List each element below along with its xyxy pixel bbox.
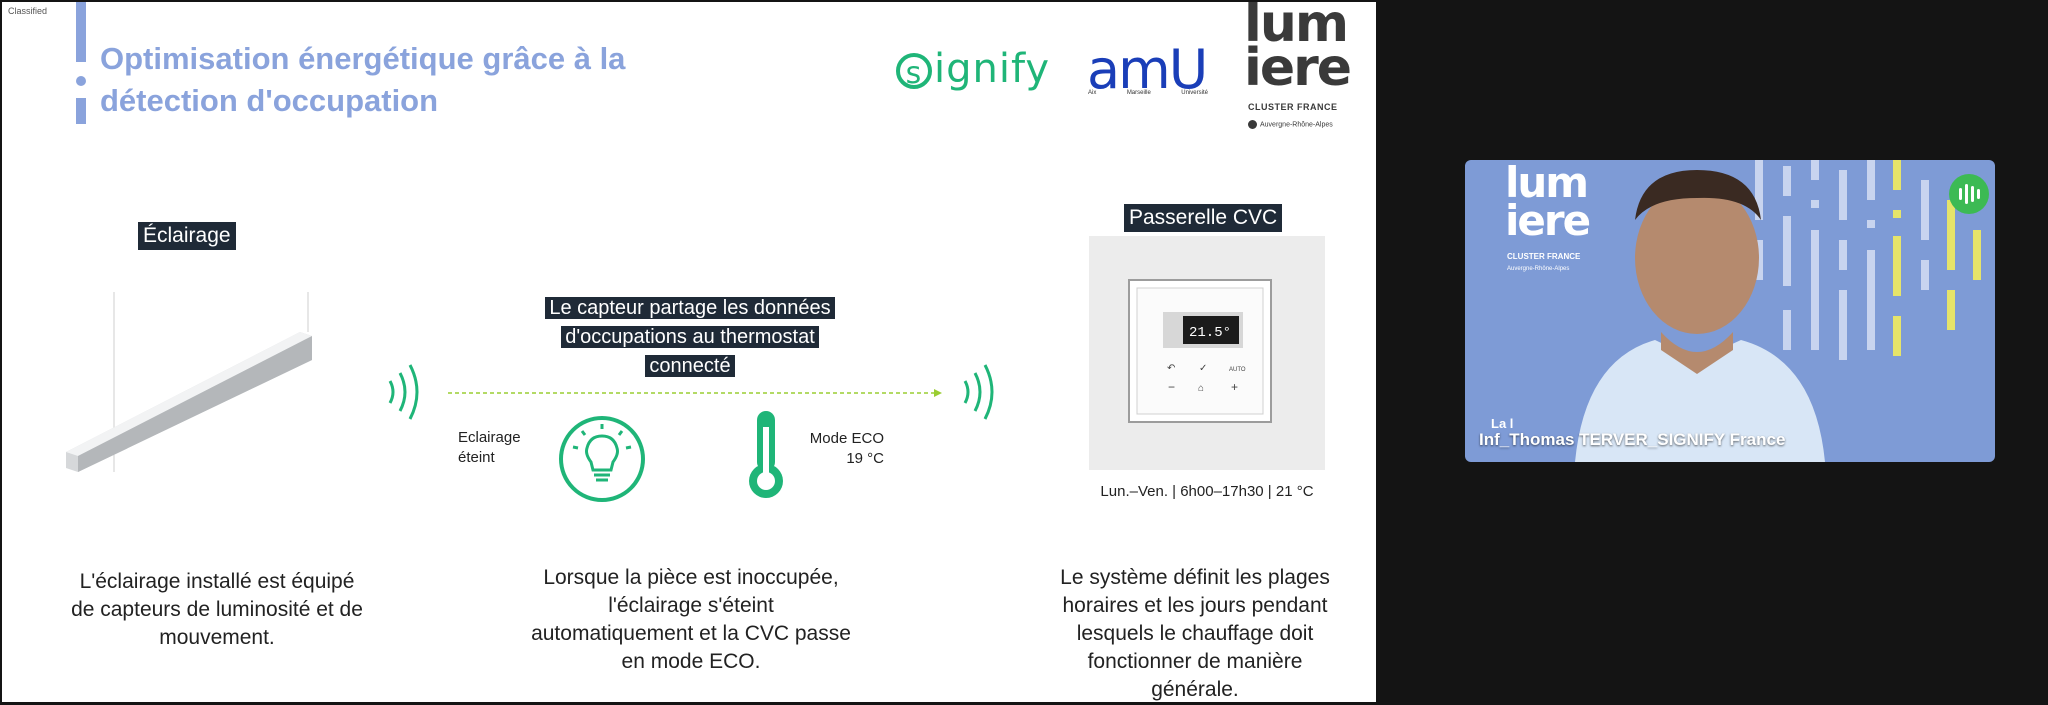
eclairage-eteint-line-2: éteint: [458, 449, 495, 466]
video-lumiere-line-1: lum: [1505, 160, 1589, 207]
slide-title-line-2: détection d'occupation: [100, 83, 439, 118]
body-text-eclairage: L'éclairage installé est équipé de capte…: [52, 568, 382, 652]
label-capteur-line-3: connecté: [645, 355, 735, 377]
thermostat-display: 21.5°: [1189, 325, 1231, 341]
thermostat-photo: 21.5° ↶ ✓ AUTO − ⌂ +: [1089, 236, 1325, 470]
amu-sub-aix: Aix: [1088, 90, 1097, 96]
lumiere-region-label: Auvergne-Rhône-Alpes: [1248, 120, 1333, 129]
thermostat-back-button: ↶: [1167, 363, 1175, 374]
label-eclairage: Éclairage: [138, 222, 236, 250]
body3-line-5: générale.: [1151, 678, 1239, 701]
video-overlay-partial-text: La l: [1491, 416, 1514, 431]
body3-line-3: lesquels le chauffage doit: [1076, 622, 1314, 645]
body2-line-2: l'éclairage s'éteint: [608, 594, 774, 617]
video-lumiere-logo: lum iere: [1505, 160, 1591, 245]
linear-luminaire-image: [66, 292, 312, 472]
audio-bars: [1959, 184, 1980, 204]
lumiere-logo-line-1: lum: [1244, 2, 1349, 54]
eclairage-eteint-line-1: Eclairage: [458, 429, 521, 446]
signify-logo-s: s: [896, 53, 932, 91]
body-text-inoccupee: Lorsque la pièce est inoccupée, l'éclair…: [496, 564, 886, 676]
slide-title-line-1: Optimisation énergétique grâce à la: [100, 41, 626, 76]
wireless-signal-icon-right: [963, 364, 994, 420]
thermostat-device: 21.5° ↶ ✓ AUTO − ⌂ +: [1128, 279, 1272, 423]
schedule-caption: Lun.–Ven. | 6h00–17h30 | 21 °C: [1100, 483, 1314, 500]
label-passerelle-cvc: Passerelle CVC: [1124, 204, 1283, 232]
amu-sub-universite: Université: [1181, 90, 1208, 96]
title-accent-bar: [76, 2, 86, 62]
thermostat-plus-button: +: [1231, 380, 1238, 394]
lumiere-cluster-label: CLUSTER FRANCE: [1248, 102, 1338, 112]
participant-video-tile[interactable]: lum iere CLUSTER FRANCE Auvergne-Rhône-A…: [1465, 160, 1995, 462]
body3-line-2: horaires et les jours pendant: [1062, 594, 1328, 617]
classification-label: Classified: [8, 6, 48, 16]
data-flow-arrow: [448, 389, 942, 397]
body2-line-4: en mode ECO.: [621, 650, 761, 673]
title-accent-bar-lower: [76, 98, 86, 124]
body3-line-4: fonctionner de manière: [1087, 650, 1303, 673]
thermostat-minus-button: −: [1168, 380, 1175, 394]
video-cluster-label: CLUSTER FRANCE: [1507, 252, 1581, 261]
audio-level-icon: [1949, 174, 1989, 214]
mode-eco-line-1: Mode ECO: [809, 430, 884, 447]
label-capteur-partage: Le capteur partage les données d'occupat…: [520, 294, 860, 381]
thermostat-auto-button: AUTO: [1229, 367, 1246, 373]
slide-title: Optimisation énergétique grâce à la déte…: [100, 38, 740, 122]
participant-name-label: Inf_Thomas TERVER_SIGNIFY France: [1479, 430, 1786, 449]
region-icon: [1248, 120, 1257, 129]
amu-logo-subtitle: Aix Marseille Université: [1088, 90, 1208, 96]
body2-line-1: Lorsque la pièce est inoccupée,: [543, 566, 839, 589]
video-region-label: Auvergne-Rhône-Alpes: [1507, 266, 1570, 272]
video-background-pattern: [1575, 160, 1981, 462]
video-lumiere-line-2: iere: [1505, 196, 1591, 245]
body-text-systeme: Le système définit les plages horaires e…: [1034, 564, 1356, 702]
title-accent-dot: [76, 76, 86, 86]
mode-eco-label: Mode ECO 19 °C: [806, 429, 884, 469]
label-capteur-line-1: Le capteur partage les données: [545, 297, 835, 319]
presentation-slide: Classified Optimisation énergétique grâc…: [2, 2, 1376, 702]
body1-line-1: L'éclairage installé est équipé: [79, 570, 355, 593]
thermostat-confirm-button: ✓: [1199, 363, 1207, 374]
wireless-signal-icon: [388, 364, 419, 420]
amu-logo: amU: [1087, 38, 1208, 101]
lightbulb-icon: [559, 416, 645, 502]
body1-line-3: mouvement.: [159, 626, 275, 649]
lumiere-logo: lum iere: [1244, 2, 1352, 98]
mode-eco-line-2: 19 °C: [846, 450, 884, 467]
lumiere-logo-line-2: iere: [1244, 38, 1352, 98]
amu-sub-marseille: Marseille: [1126, 90, 1151, 96]
thermometer-icon: [749, 411, 783, 498]
body3-line-1: Le système définit les plages: [1060, 566, 1330, 589]
body2-line-3: automatiquement et la CVC passe: [531, 622, 851, 645]
lumiere-region-text: Auvergne-Rhône-Alpes: [1260, 121, 1333, 129]
body1-line-2: de capteurs de luminosité et de: [71, 598, 363, 621]
label-capteur-line-2: d'occupations au thermostat: [561, 326, 819, 348]
eclairage-eteint-label: Eclairage éteint: [458, 428, 521, 468]
signify-logo-text: ignify: [934, 46, 1051, 92]
thermostat-mode-button: ⌂: [1198, 383, 1204, 394]
